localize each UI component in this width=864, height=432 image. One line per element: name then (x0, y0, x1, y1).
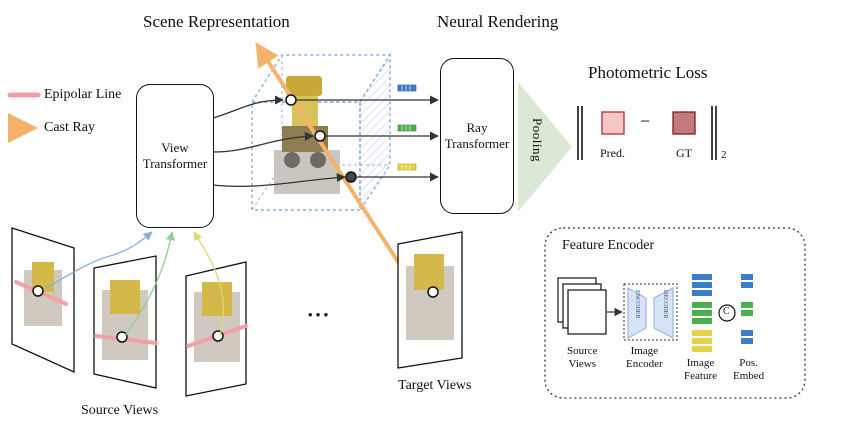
sample-point-3 (345, 171, 357, 183)
pooling-triangle (518, 82, 572, 212)
pos-embed-tokens (741, 274, 753, 344)
source-view-1 (11, 227, 75, 374)
arrow-view-to-point-1 (212, 95, 284, 119)
fe-pos-embed-label: Pos. Embed (733, 357, 765, 382)
arrow-source-3-to-view (193, 231, 225, 337)
norm-subscript: 2 (721, 149, 727, 161)
scene-representation-title: Scene Representation (143, 12, 290, 31)
concat-symbol: C (723, 306, 730, 317)
decoder-trapezoid (653, 287, 674, 339)
fe-source-stack (557, 277, 607, 335)
ray-transformer-label: Ray Transformer (444, 120, 510, 151)
arrow-view-to-point-2 (212, 131, 314, 153)
sample-point-2 (314, 130, 326, 142)
gt-box (672, 111, 696, 135)
token-yellow (397, 163, 417, 171)
epipolar-line-legend-label: Epipolar Line (44, 87, 122, 102)
feature-encoder-panel (544, 227, 806, 399)
gt-label: GT (676, 146, 692, 160)
view-transformer-block: View Transformer (136, 84, 214, 228)
encoder-trapezoid (627, 287, 647, 339)
pooling-label: Pooling (530, 118, 545, 162)
token-blue (397, 84, 417, 92)
target-views-caption: Target Views (398, 378, 472, 393)
arrow-source-2-to-view (124, 231, 175, 337)
concat-circle (718, 304, 736, 322)
ray-transformer-block: Ray Transformer (440, 58, 514, 214)
cast-ray-legend-label: Cast Ray (44, 120, 95, 135)
fe-source-views-label: Source Views (567, 345, 598, 370)
arrow-view-to-point-3 (212, 173, 346, 188)
fe-image-feature-label: Image Feature (684, 357, 717, 382)
sample-point-1 (285, 94, 297, 106)
source-view-3 (185, 261, 248, 397)
target-view (397, 231, 463, 369)
feature-encoder-title: Feature Encoder (562, 238, 655, 253)
encoder-text: ENCODER (634, 290, 640, 319)
image-feature-tokens (692, 274, 712, 352)
ellipsis: • • • (308, 307, 329, 322)
pred-label: Pred. (600, 146, 625, 160)
scene-object-image (274, 76, 340, 194)
scene-volume (250, 52, 392, 213)
fe-image-encoder-label: Image Encoder (626, 345, 663, 370)
image-encoder-dashed (623, 283, 678, 341)
neural-rendering-title: Neural Rendering (437, 12, 559, 31)
decoder-text: DECODER (662, 290, 668, 319)
source-views-caption: Source Views (81, 403, 159, 418)
minus-sign: − (640, 111, 651, 131)
photometric-loss-title: Photometric Loss (588, 63, 708, 82)
pred-box (601, 111, 625, 135)
source-view-2 (93, 255, 158, 389)
arrow-source-1-to-view (45, 231, 153, 289)
token-green (397, 124, 417, 132)
view-transformer-label: View Transformer (142, 140, 208, 171)
